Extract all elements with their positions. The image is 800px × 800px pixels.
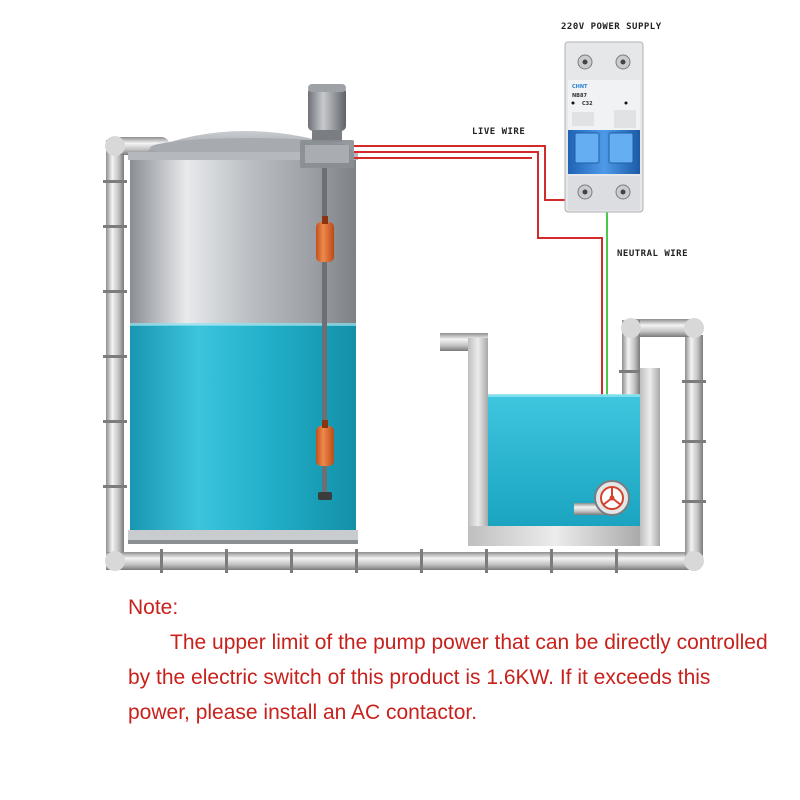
note-heading: Note: (128, 596, 179, 619)
breaker-model: NB87 (572, 93, 587, 99)
note-body: The upper limit of the pump power that c… (128, 631, 768, 724)
power-supply-label: 220V POWER SUPPLY (561, 22, 662, 32)
circuit-breaker: CHNT NB87 C32 (564, 41, 644, 213)
live-wire-label: LIVE WIRE (472, 127, 525, 137)
pump-icon (574, 480, 630, 516)
upper-float-icon (316, 216, 334, 262)
breaker-brand: CHNT (572, 84, 588, 90)
neutral-wire-label: NEUTRAL WIRE (617, 249, 688, 259)
breaker-rating: C32 (582, 101, 593, 107)
float-level-switch (300, 84, 354, 500)
note-block: Note: The upper limit of the pump power … (128, 590, 768, 730)
lower-float-icon (316, 420, 334, 466)
live-wire (354, 145, 603, 488)
main-pipe-loop (103, 136, 706, 573)
